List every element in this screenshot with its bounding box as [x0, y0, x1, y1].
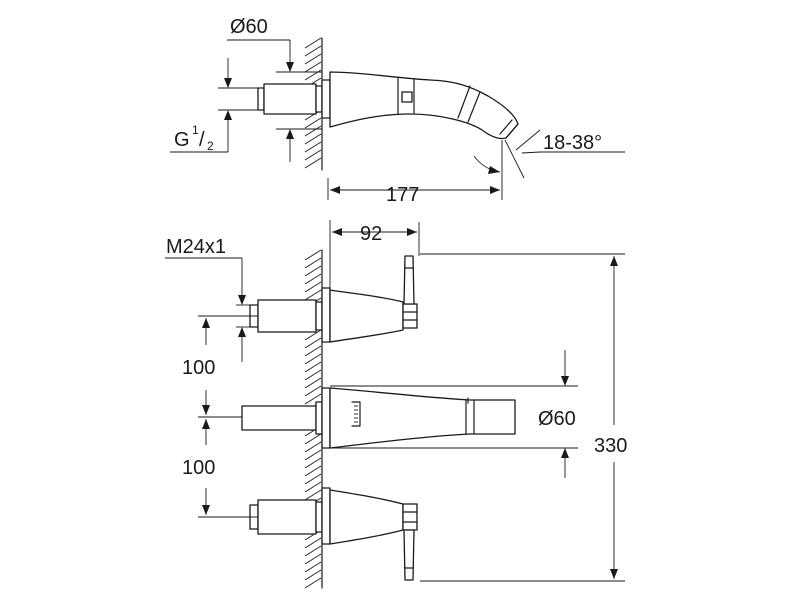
wall-hatch-line	[304, 441, 322, 453]
wall-hatch-line	[304, 345, 322, 357]
wall-hatch-line	[304, 61, 322, 73]
wall-hatch-line	[304, 353, 322, 365]
wall-hatch-line	[304, 433, 322, 445]
spout-diameter-label: Ø60	[538, 408, 576, 430]
thread-denominator-label: 2	[207, 139, 214, 153]
wall-hatch-line	[304, 133, 322, 145]
wall-hatch-line	[304, 273, 322, 285]
wall-hatch-line	[304, 157, 322, 169]
wall-hatch-line	[304, 481, 322, 493]
wall-hatch-line	[304, 265, 322, 277]
wall-top	[304, 37, 323, 171]
wall-hatch-line	[304, 537, 322, 549]
wall-hatch-line	[304, 577, 322, 589]
wall-hatch-line	[304, 69, 322, 81]
wall-hatch-line	[304, 45, 322, 57]
handle-thread-label: M24x1	[166, 236, 226, 258]
wall-hatch-line	[304, 281, 322, 293]
spacing-upper-label: 100	[182, 357, 215, 379]
wall-hatch-line	[304, 561, 322, 573]
lower-handle	[249, 487, 418, 581]
wall-hatch-line	[304, 553, 322, 565]
handle-projection-label: 92	[360, 223, 382, 245]
top-dimension-lines	[170, 39, 625, 200]
top-spout-side-view	[257, 71, 519, 140]
wall-hatch-line	[304, 37, 322, 49]
wall-hatch-line	[304, 53, 322, 65]
wall-hatch-line	[304, 249, 322, 261]
wall-hatch-line	[304, 489, 322, 501]
wall-spout	[241, 387, 516, 449]
spout-reach-label: 177	[386, 184, 419, 206]
wall-hatch-line	[304, 369, 322, 381]
wall-hatch-line	[304, 361, 322, 373]
wall-hatch-line	[304, 141, 322, 153]
spout-angle-label: 18-38°	[543, 132, 602, 154]
spacing-lower-label: 100	[182, 457, 215, 479]
wall-hatch-line	[304, 457, 322, 469]
thread-numerator-label: 1	[192, 123, 199, 137]
bottom-dimension-lines	[165, 220, 625, 582]
wall-hatch-line	[304, 125, 322, 137]
wall-hatch-line	[304, 465, 322, 477]
wall-hatch-line	[304, 377, 322, 389]
upper-handle	[249, 255, 418, 343]
wall-hatch-line	[304, 337, 322, 349]
wall-hatch-line	[304, 329, 322, 341]
wall-hatch-line	[304, 257, 322, 269]
wall-hatch-line	[304, 289, 322, 301]
wall-hatch-line	[304, 149, 322, 161]
top-diameter-label: Ø60	[230, 16, 268, 38]
total-height-label: 330	[594, 435, 627, 457]
wall-hatch-line	[304, 385, 322, 397]
thread-main-label: G	[174, 129, 190, 151]
thread-slash: /	[199, 129, 205, 151]
wall-hatch-line	[304, 473, 322, 485]
wall-hatch-line	[304, 393, 322, 405]
wall-hatch-line	[304, 545, 322, 557]
wall-hatch-line	[304, 449, 322, 461]
wall-hatch-line	[304, 569, 322, 581]
wall-hatch-line	[304, 117, 322, 129]
